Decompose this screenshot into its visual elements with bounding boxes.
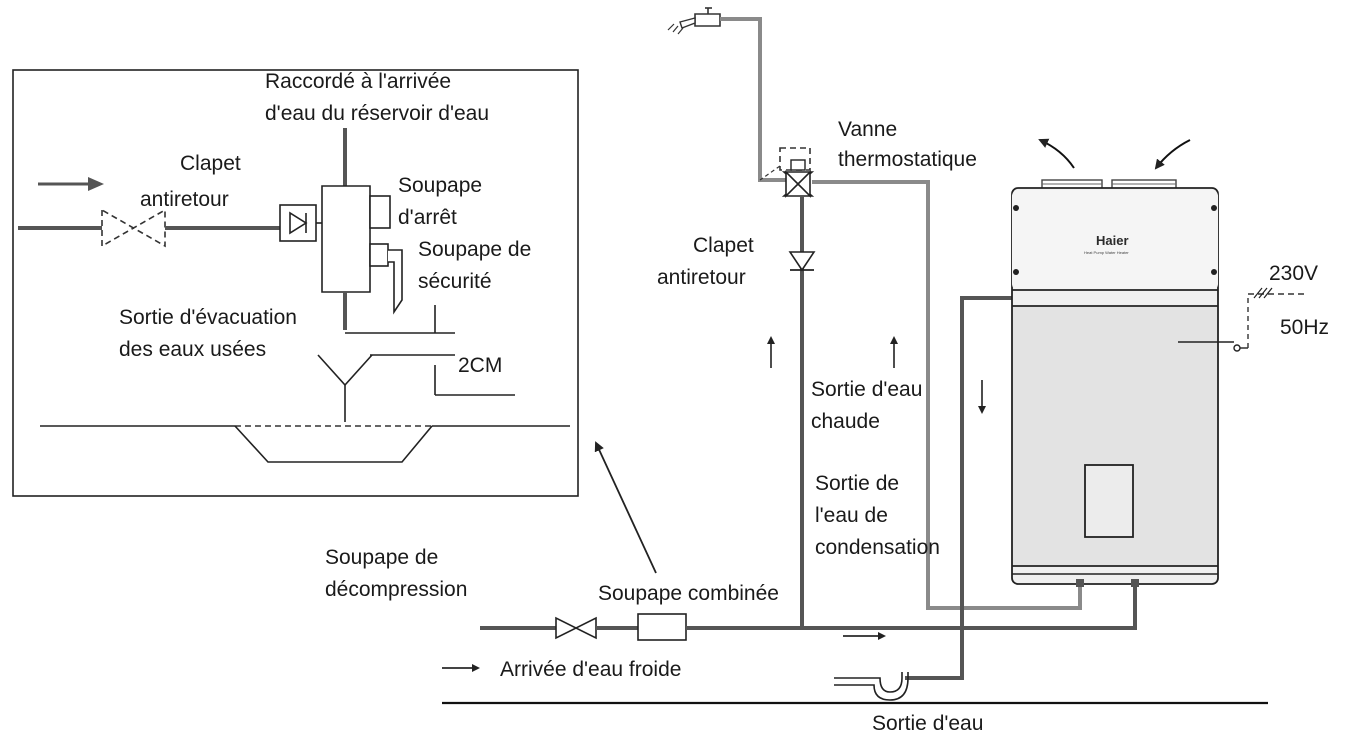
label-sortie-chaude-2: chaude <box>811 410 880 433</box>
inset-frame <box>12 69 579 497</box>
brand-logo-text: Haier <box>1096 233 1129 248</box>
label-soupape-arret-2: d'arrêt <box>398 206 457 229</box>
label-vanne-2: thermostatique <box>838 148 977 171</box>
model-text: Heat Pump Water Heater <box>1084 250 1129 255</box>
drain-funnel-icon <box>317 354 373 422</box>
label-soupape-securite-2: sécurité <box>418 270 492 293</box>
label-clapet-inset-1: Clapet <box>180 152 241 175</box>
label-frequency: 50Hz <box>1280 316 1329 339</box>
heat-pump-water-heater: Haier Heat Pump Water Heater <box>1011 179 1219 587</box>
floor-drain <box>40 425 570 463</box>
label-sortie-evac-2: des eaux usées <box>119 338 266 361</box>
label-clapet-inset-2: antiretour <box>140 188 229 211</box>
gate-valve-icon <box>555 616 597 640</box>
combined-valve-icon <box>637 613 687 641</box>
label-sortie-condens-3: condensation <box>815 536 940 559</box>
label-soupape-decomp-1: Soupape de <box>325 546 438 569</box>
label-arrivee-froide: Arrivée d'eau froide <box>500 658 681 681</box>
plug-icon <box>1178 287 1304 352</box>
thermostatic-valve-icon <box>759 147 815 198</box>
label-raccorde-2: d'eau du réservoir d'eau <box>265 102 489 125</box>
label-sortie-condens-2: l'eau de <box>815 504 888 527</box>
label-sortie-evac-1: Sortie d'évacuation <box>119 306 297 329</box>
label-soupape-securite-1: Soupape de <box>418 238 531 261</box>
inset-check-valve-icon <box>279 204 317 242</box>
label-dim-2cm: 2CM <box>458 354 502 377</box>
inset-flow-arrow-icon <box>38 177 104 191</box>
shower-head-icon <box>667 7 721 35</box>
label-soupape-decomp-2: décompression <box>325 578 467 601</box>
pointer-arrow <box>594 441 657 574</box>
combined-valve-body <box>321 185 403 315</box>
label-voltage: 230V <box>1269 262 1318 285</box>
drain-trap-icon <box>834 672 909 701</box>
label-clapet-main-1: Clapet <box>693 234 754 257</box>
label-sortie-chaude-1: Sortie d'eau <box>811 378 922 401</box>
label-sortie-eau: Sortie d'eau <box>872 712 983 735</box>
air-out-arrow-icon <box>1038 138 1075 169</box>
label-sortie-condens-1: Sortie de <box>815 472 899 495</box>
label-soupape-arret-1: Soupape <box>398 174 482 197</box>
inset-detail: Raccordé à l'arrivée d'eau du réservoir … <box>12 69 579 497</box>
check-valve-icon <box>788 251 816 272</box>
air-in-arrow-icon <box>1154 139 1191 170</box>
label-raccorde-1: Raccordé à l'arrivée <box>265 70 451 93</box>
label-soupape-combinee: Soupape combinée <box>598 582 779 605</box>
display-window <box>1084 464 1134 538</box>
label-clapet-main-2: antiretour <box>657 266 746 289</box>
label-vanne-1: Vanne <box>838 118 897 141</box>
inset-check-valve-dashed-icon <box>101 208 166 248</box>
